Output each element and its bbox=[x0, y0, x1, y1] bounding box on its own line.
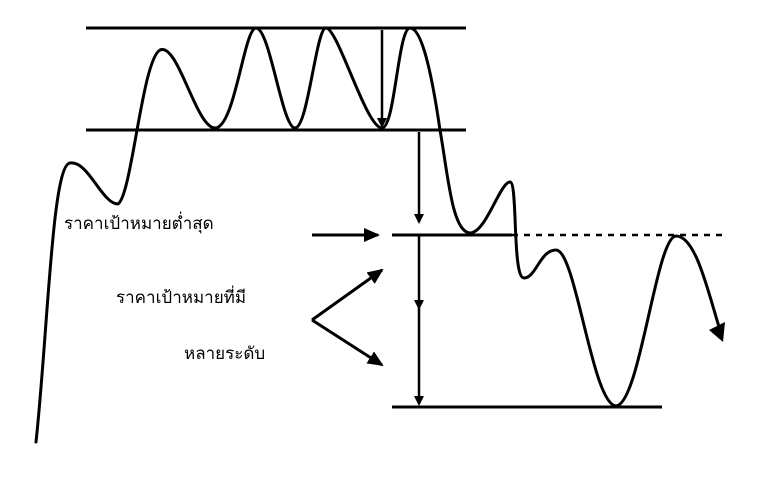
multi-level-target-label-line1: ราคาเป้าหมายที่มี bbox=[116, 288, 247, 308]
minimum-target-label: ราคาเป้าหมายต่ำสุด bbox=[64, 214, 214, 234]
multi-level-target-label-line2: หลายระดับ bbox=[184, 344, 266, 364]
price-direction-arrowhead bbox=[709, 322, 725, 342]
multi-target-pointer-arrow-down bbox=[311, 318, 384, 367]
multi-target-pointer-arrow-up bbox=[311, 268, 384, 322]
